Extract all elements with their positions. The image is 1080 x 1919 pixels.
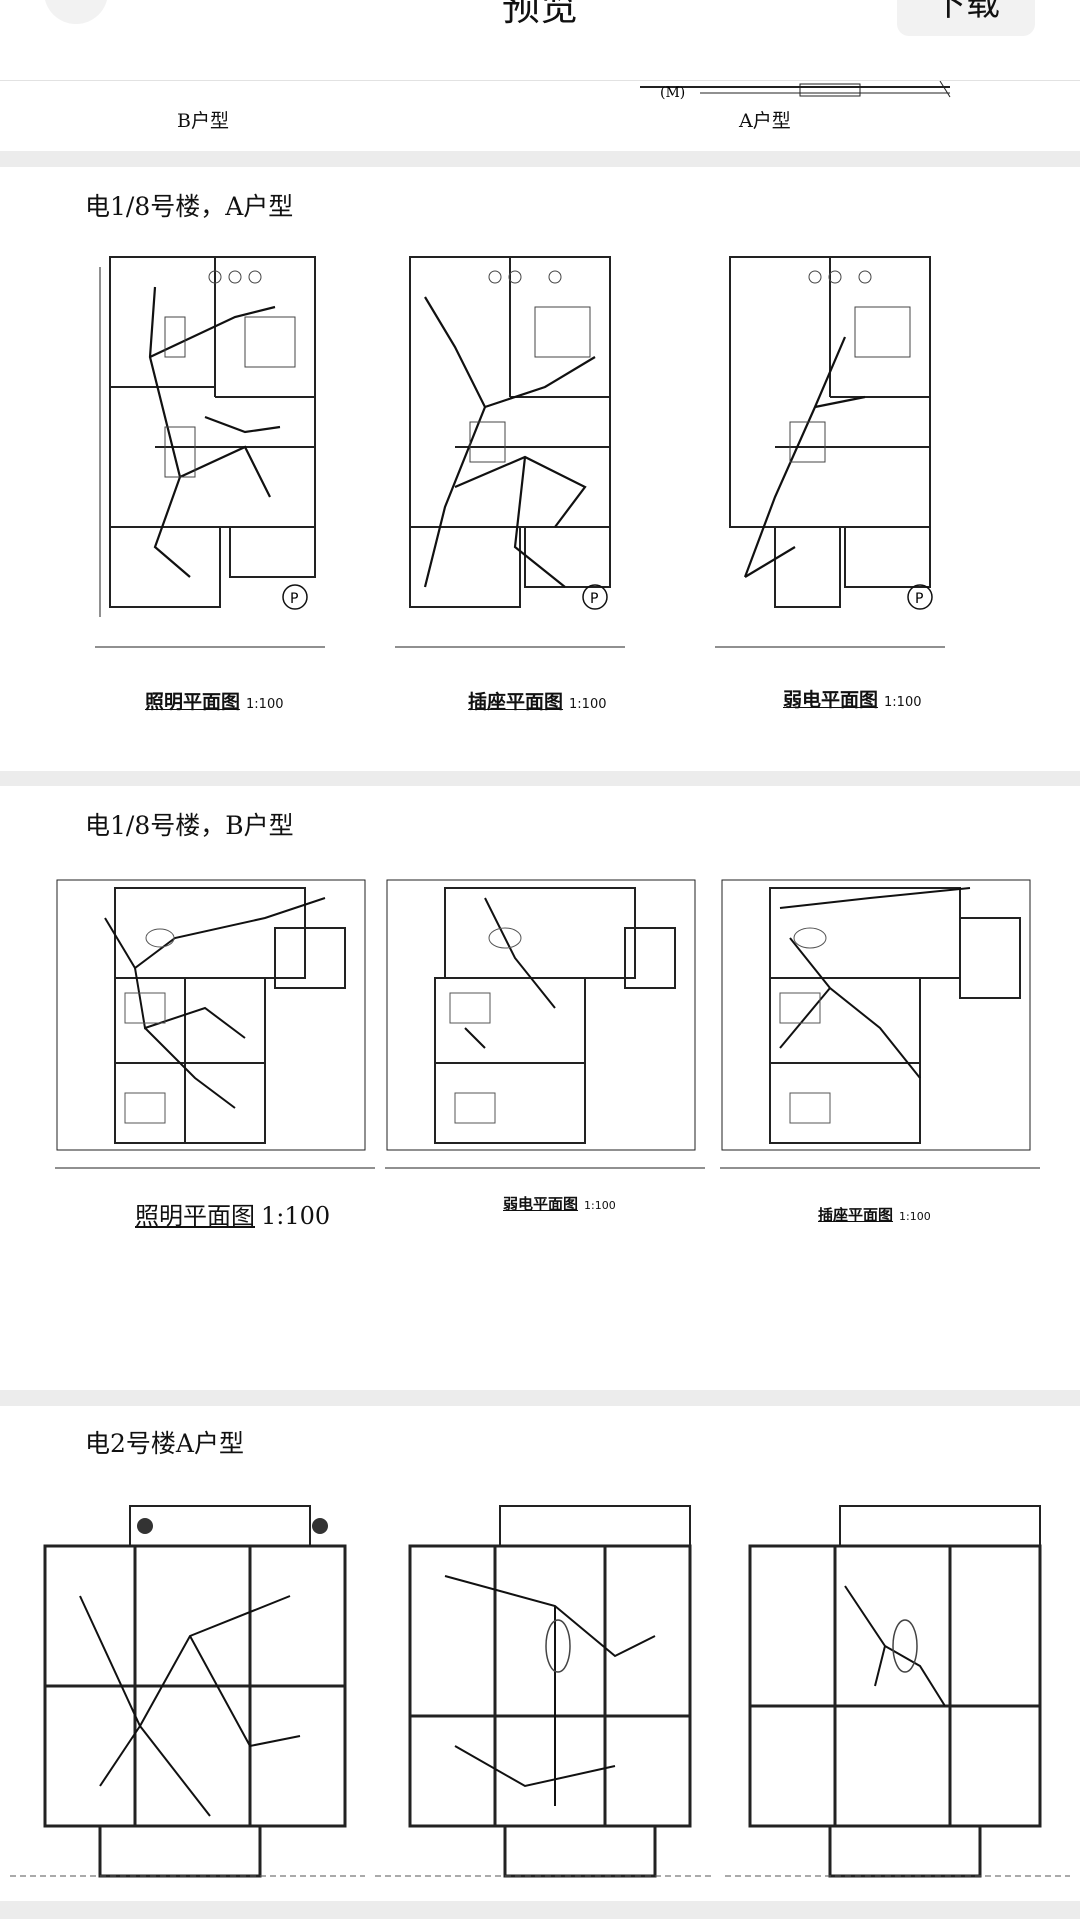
floorplan[interactable]	[725, 1486, 1070, 1886]
section-heading: 电1/8号楼，B户型	[85, 811, 294, 840]
floorplan-weak-current[interactable]	[385, 878, 705, 1178]
download-button[interactable]: 下载	[897, 0, 1035, 36]
top-bar: ‹ 预览 下载	[0, 0, 1080, 81]
floorplan-weak-current[interactable]: P	[715, 247, 945, 677]
floorplan-lighting[interactable]	[55, 878, 375, 1178]
svg-text:P: P	[915, 591, 923, 607]
floorplan-socket[interactable]: P	[395, 247, 625, 677]
floorplan-lighting[interactable]: P	[95, 247, 325, 677]
label-b-type: B户型	[177, 110, 229, 132]
floorplan-socket[interactable]	[720, 878, 1040, 1178]
page-title: 预览	[501, 0, 578, 29]
floorplan[interactable]	[10, 1486, 365, 1886]
card-top: (M) B户型 A户型	[0, 81, 1080, 151]
chevron-left-icon: ‹	[70, 0, 82, 10]
floorplan-partial: (M)	[640, 81, 951, 101]
floorplan[interactable]	[375, 1486, 715, 1886]
section-heading: 电2号楼A户型	[85, 1429, 244, 1458]
card-18a: 电1/8号楼，A户型	[0, 167, 1080, 771]
svg-text:(M): (M)	[660, 85, 685, 101]
card-2a: 电2号楼A户型	[0, 1406, 1080, 1901]
label-a-type: A户型	[739, 110, 791, 132]
svg-text:P: P	[290, 591, 298, 607]
section-heading: 电1/8号楼，A户型	[85, 192, 294, 221]
svg-text:P: P	[590, 591, 598, 607]
